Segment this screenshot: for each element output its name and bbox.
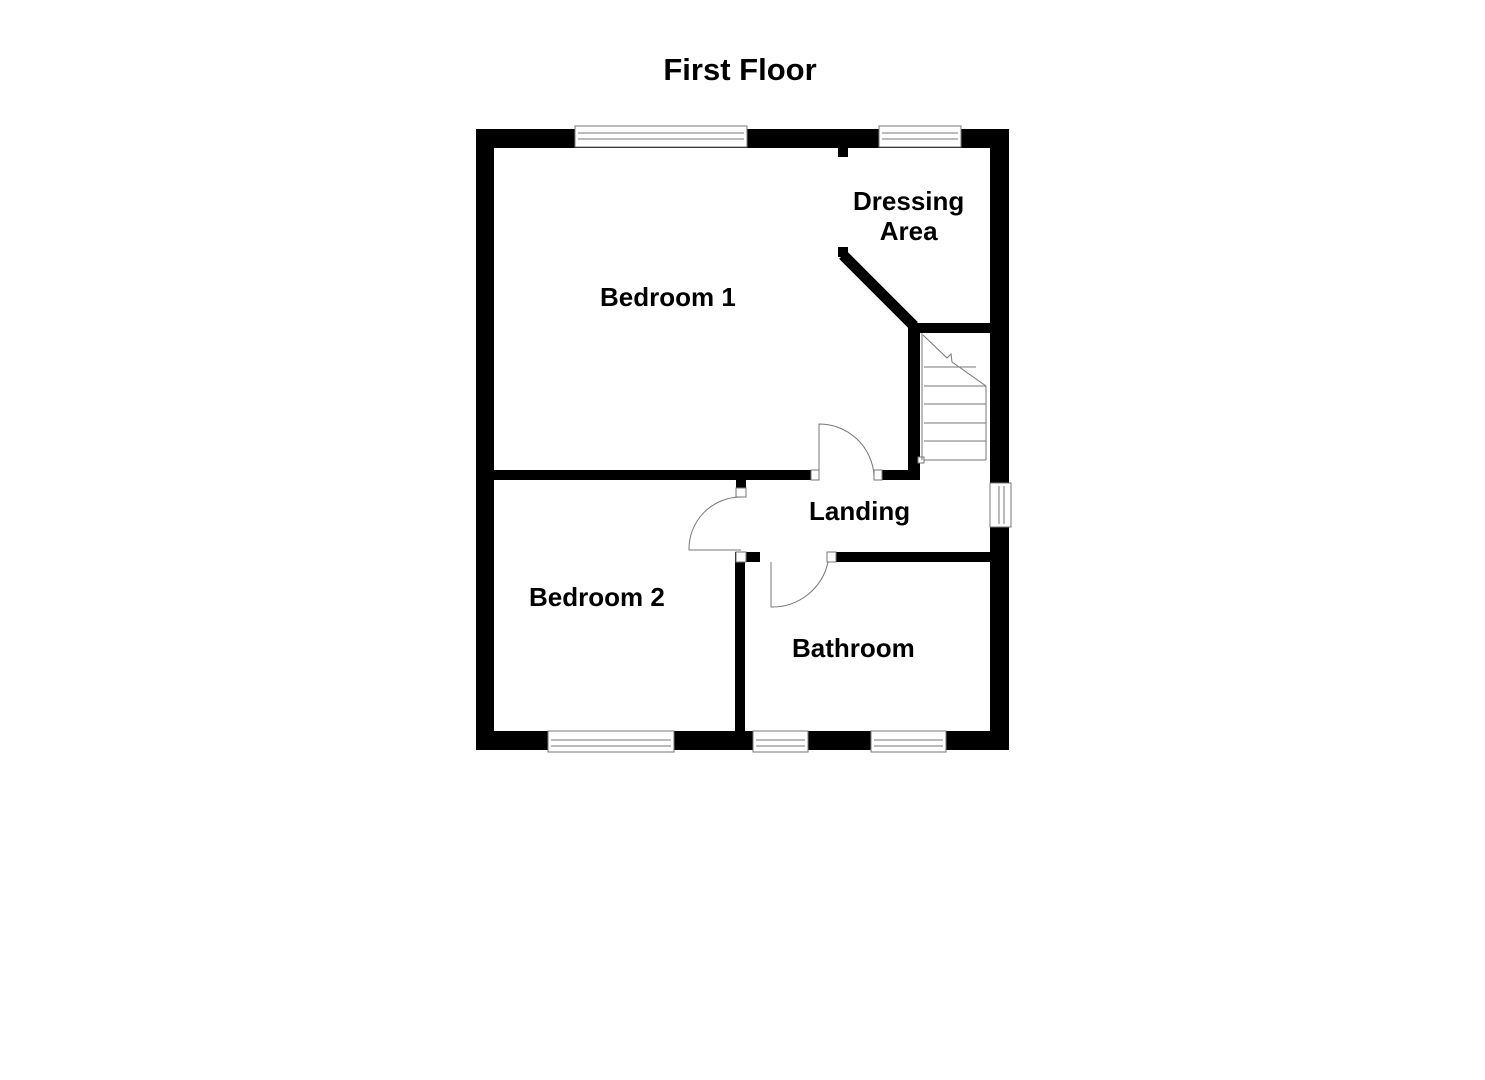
- floor-title: First Floor: [663, 52, 817, 87]
- dressing-line-1: Dressing: [853, 186, 965, 216]
- wall-west: [476, 129, 494, 750]
- wall-east: [990, 129, 1009, 750]
- dressing-line-2: Area: [879, 216, 938, 246]
- room-label-bathroom: Bathroom: [792, 633, 915, 663]
- room-label-bedroom-1: Bedroom 1: [600, 282, 736, 312]
- room-label-landing: Landing: [809, 496, 911, 526]
- room-label-dressing-area: Dressing Area: [853, 186, 964, 246]
- room-label-bedroom-2: Bedroom 2: [529, 582, 665, 612]
